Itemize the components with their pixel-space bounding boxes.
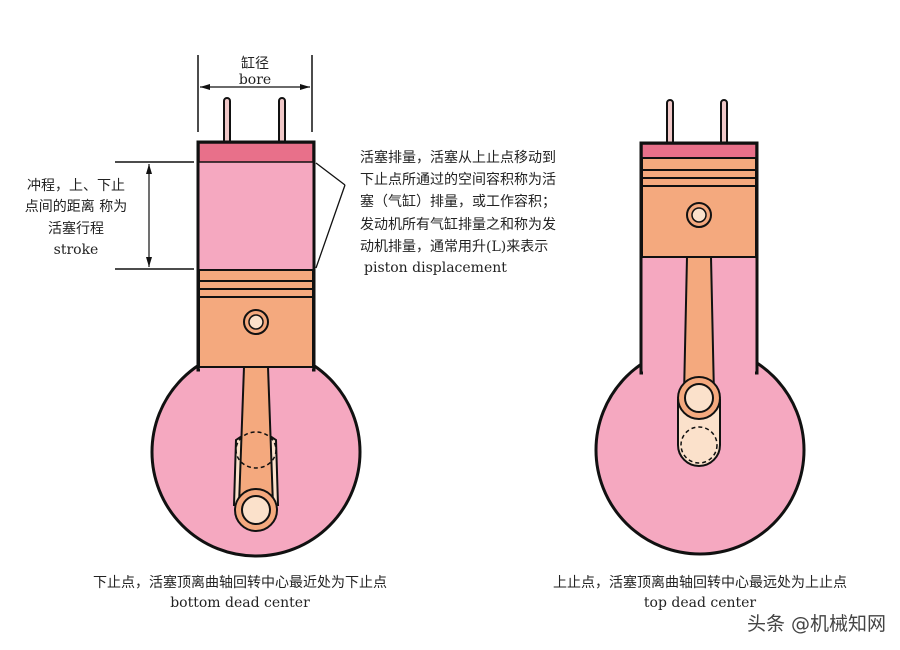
cylinder-head [198, 142, 314, 163]
tdc-caption-en: top dead center [644, 595, 757, 611]
stroke-text-line: 活塞行程 [48, 220, 104, 237]
displacement-text-line: 活塞排量，活塞从上止点移动到 [360, 149, 556, 166]
cylinder-head [641, 143, 757, 159]
exhaust-valve [720, 99, 728, 146]
stroke-text-line: 冲程，上、下止 [27, 178, 125, 194]
displacement-text-line: 发动机所有气缸排量之和称为发 [360, 216, 556, 233]
connecting-rod [682, 256, 716, 396]
piston [198, 269, 314, 368]
intake-valve [666, 99, 674, 146]
bdc-caption-cn: 下止点，活塞顶离曲轴回转中心最近处为下止点 [93, 574, 387, 591]
bore-dimension: 缸径 bore [197, 55, 313, 132]
bdc-caption-en: bottom dead center [170, 595, 310, 611]
displacement-text-line: 动机排量，通常用升(L)来表示 [360, 239, 548, 255]
displacement-text-line: 塞（气缸）排量，或工作容积； [360, 193, 556, 210]
piston [641, 157, 757, 258]
stroke-dimension: 冲程，上、下止 点间的距离 称为 活塞行程 stroke [25, 161, 194, 270]
tdc-caption-cn: 上止点，活塞顶离曲轴回转中心最远处为上止点 [553, 574, 847, 591]
displacement-text-line: 下止点所通过的空间容积称为活 [360, 171, 556, 188]
bore-label-en: bore [239, 72, 271, 88]
engine-bdc [150, 97, 362, 558]
bore-label-cn: 缸径 [241, 55, 269, 72]
stroke-label-en: stroke [54, 242, 99, 258]
stroke-text-line: 点间的距离 称为 [25, 198, 127, 215]
intake-valve [223, 97, 231, 145]
watermark: 头条 @机械知网 [747, 613, 886, 635]
exhaust-valve [278, 97, 286, 145]
displacement-label-en: piston displacement [364, 260, 507, 276]
displacement-annotation: 活塞排量，活塞从上止点移动到 下止点所通过的空间容积称为活 塞（气缸）排量，或工… [315, 149, 556, 276]
engine-tdc [594, 99, 806, 556]
